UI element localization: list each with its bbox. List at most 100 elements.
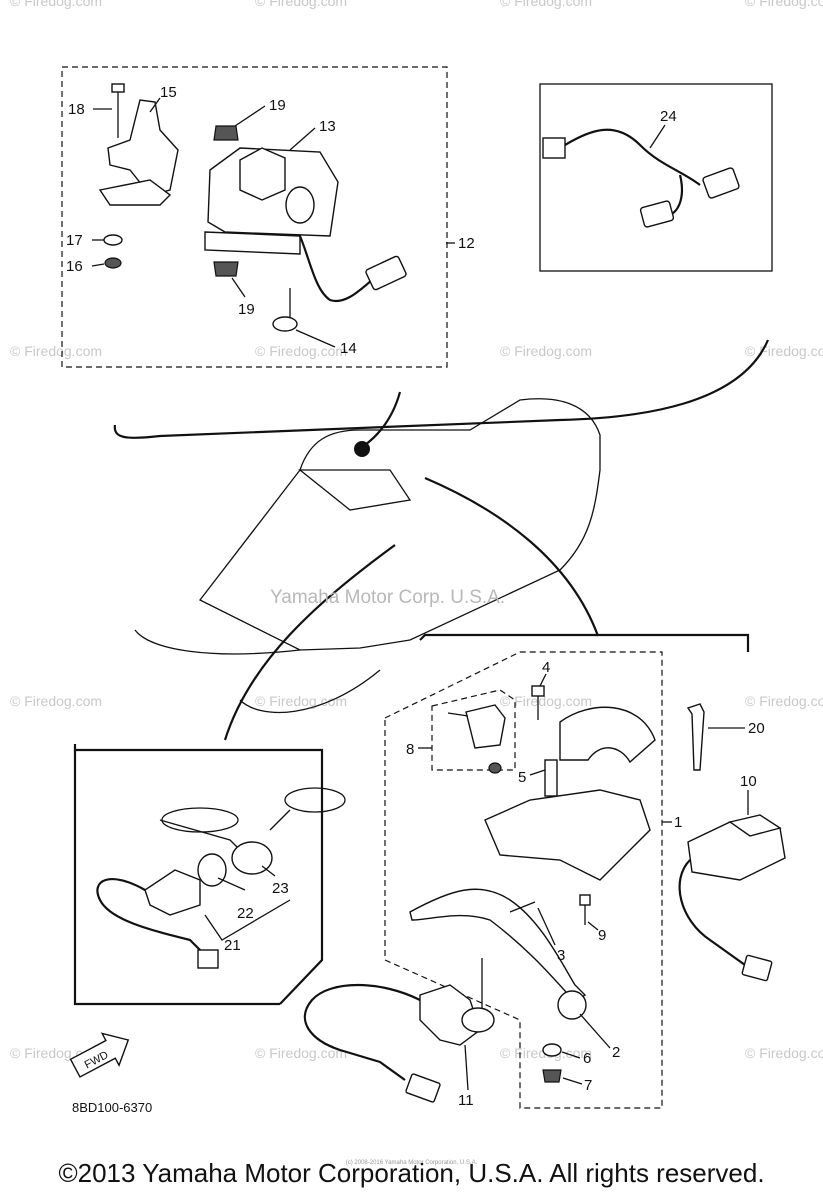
copyright-notice: ©2013 Yamaha Motor Corporation, U.S.A. A… (58, 1158, 765, 1188)
leader-19a (234, 105, 266, 127)
callout-7: 7 (584, 1077, 592, 1094)
callout-1: 1 (674, 814, 682, 831)
grommet (213, 261, 239, 277)
watermark: © Firedog.com (10, 343, 102, 359)
leader-24 (649, 124, 666, 149)
sensor-connector (405, 1073, 441, 1103)
leader-9 (587, 921, 599, 931)
callout-6: 6 (583, 1050, 591, 1067)
grommet (213, 125, 239, 141)
switch-wire (96, 878, 206, 956)
washer (103, 234, 123, 246)
harness-connector (542, 137, 566, 159)
switch-nut (488, 762, 502, 774)
leader-21 (204, 899, 291, 941)
throttle-sensor (419, 984, 481, 1046)
nut (104, 257, 122, 269)
relay-wire (678, 859, 746, 966)
callout-16: 16 (66, 258, 83, 275)
leader-3 (537, 907, 556, 946)
watermark: © Firedog.com (745, 1045, 823, 1061)
callout-19: 19 (238, 301, 255, 318)
key-ring (161, 807, 239, 833)
cable-tie (686, 703, 705, 771)
watermark: © Firedog.com (10, 0, 102, 9)
switch-screw (447, 712, 469, 717)
callout-17: 17 (66, 232, 83, 249)
callout-19: 19 (269, 97, 286, 114)
leader-19b (231, 277, 246, 298)
callout-24: 24 (660, 108, 677, 125)
watermark: © Firedog.com (500, 693, 592, 709)
callout-13: 13 (319, 118, 336, 135)
detail-frame (73, 744, 324, 1005)
key-cord (269, 809, 291, 831)
center-watermark: Yamaha Motor Corp. U.S.A. (270, 587, 505, 608)
snowmobile-hood (298, 469, 412, 511)
callout-10: 10 (740, 773, 757, 790)
watermark: © Firedog.com (255, 693, 347, 709)
leader-6 (561, 1051, 581, 1059)
watermark: © Firedog.com (745, 693, 823, 709)
detail-bracket-top (113, 339, 770, 439)
reference-line (364, 391, 402, 446)
washer (542, 1043, 562, 1057)
snowmobile-body (199, 398, 601, 651)
control-unit-group-box (61, 66, 448, 368)
nut (542, 1069, 562, 1083)
watermark-grid: © Firedog.com © Firedog.com © Firedog.co… (10, 0, 823, 1061)
snowmobile-ski (134, 629, 301, 655)
switch-knob (465, 704, 506, 749)
detail-frame (73, 750, 280, 1006)
snowmobile-ski (239, 669, 381, 714)
relay-connector (741, 954, 773, 982)
callout-9: 9 (598, 927, 606, 944)
control-unit-connector-top (239, 147, 286, 201)
watermark: © Firedog.com (255, 1045, 347, 1061)
switch-body (144, 869, 201, 916)
callout-21: 21 (224, 937, 241, 954)
lever-knob (557, 990, 587, 1020)
screw-head (272, 316, 298, 332)
fine-print: (c) 2008-2016 Yamaha Motor Corporation, … (345, 1160, 478, 1166)
callout-15: 15 (160, 84, 177, 101)
throttle-group-box (384, 651, 663, 1109)
bracket-base (98, 179, 172, 206)
watermark: © Firedog.com (500, 343, 592, 359)
switch-ring (197, 853, 227, 887)
bracket (107, 99, 179, 196)
callout-12: 12 (458, 235, 475, 252)
detail-bracket-bottom (419, 633, 750, 652)
throttle-housing (484, 789, 651, 881)
leader-7 (562, 1077, 583, 1085)
callout-23: 23 (272, 880, 289, 897)
callout-3: 3 (557, 947, 565, 964)
housing-cover (559, 706, 656, 764)
watermark: © Firedog.com (500, 0, 592, 9)
callout-14: 14 (340, 340, 357, 357)
collar (544, 759, 558, 797)
leader-4 (539, 673, 547, 687)
callout-20: 20 (748, 720, 765, 737)
watermark: © Firedog.com (255, 343, 347, 359)
harness-plug (702, 167, 740, 199)
callout-22: 22 (237, 905, 254, 922)
key-cord (159, 819, 241, 851)
reference-line (424, 476, 600, 637)
watermark: © Firedog.com (255, 0, 347, 9)
leader-11 (464, 1044, 469, 1091)
switch-subgroup-box (431, 689, 516, 771)
leader-14 (295, 329, 336, 348)
leader-16 (91, 263, 105, 267)
leader-15 (149, 97, 161, 113)
screw-head (531, 685, 545, 697)
leader-2 (579, 1013, 611, 1049)
reference-line (223, 544, 396, 741)
bolt (509, 901, 536, 913)
watermark: © Firedog.com (10, 693, 102, 709)
leader-5 (529, 769, 546, 776)
wire-harness-box (539, 83, 773, 272)
relay-top (728, 814, 782, 837)
screw-head (579, 894, 591, 906)
harness-plug (639, 200, 675, 228)
